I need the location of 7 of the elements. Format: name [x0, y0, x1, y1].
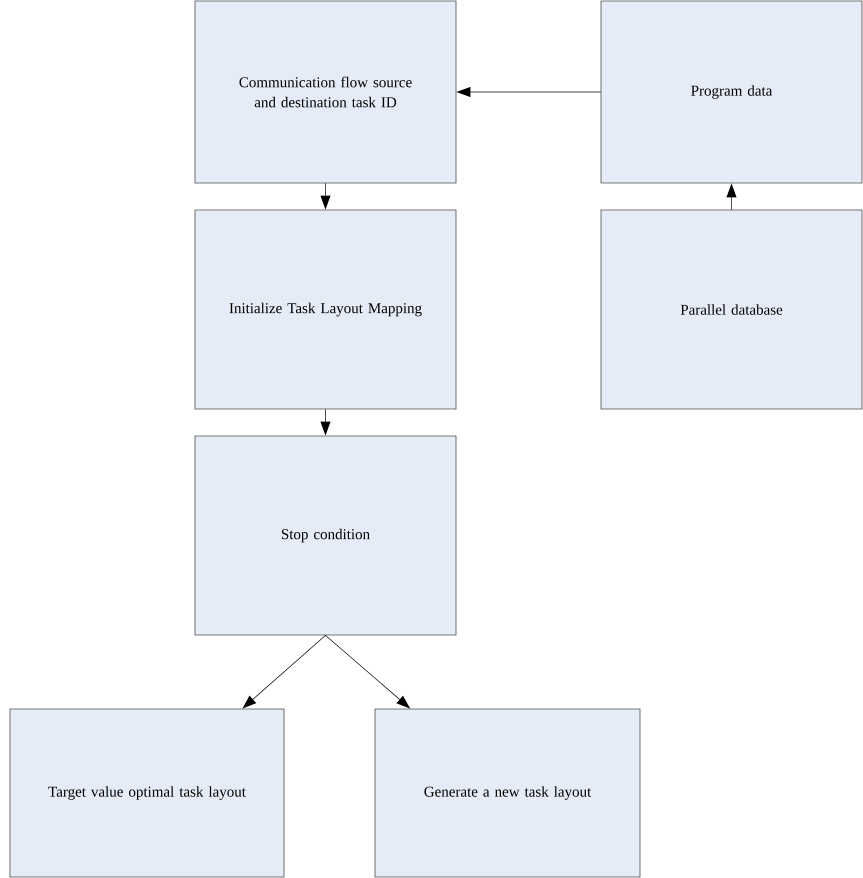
process-box: Communication flow source and destination task ID [194, 0, 456, 184]
process-box: Target value optimal task layout [10, 708, 284, 878]
process-box: Initialize Task Layout Mapping [194, 210, 456, 410]
process-box: Parallel database [600, 210, 862, 410]
process-box: Stop condition [194, 436, 456, 636]
process-box: Generate a new task layout [374, 708, 640, 878]
process-box: Program data [600, 0, 862, 184]
